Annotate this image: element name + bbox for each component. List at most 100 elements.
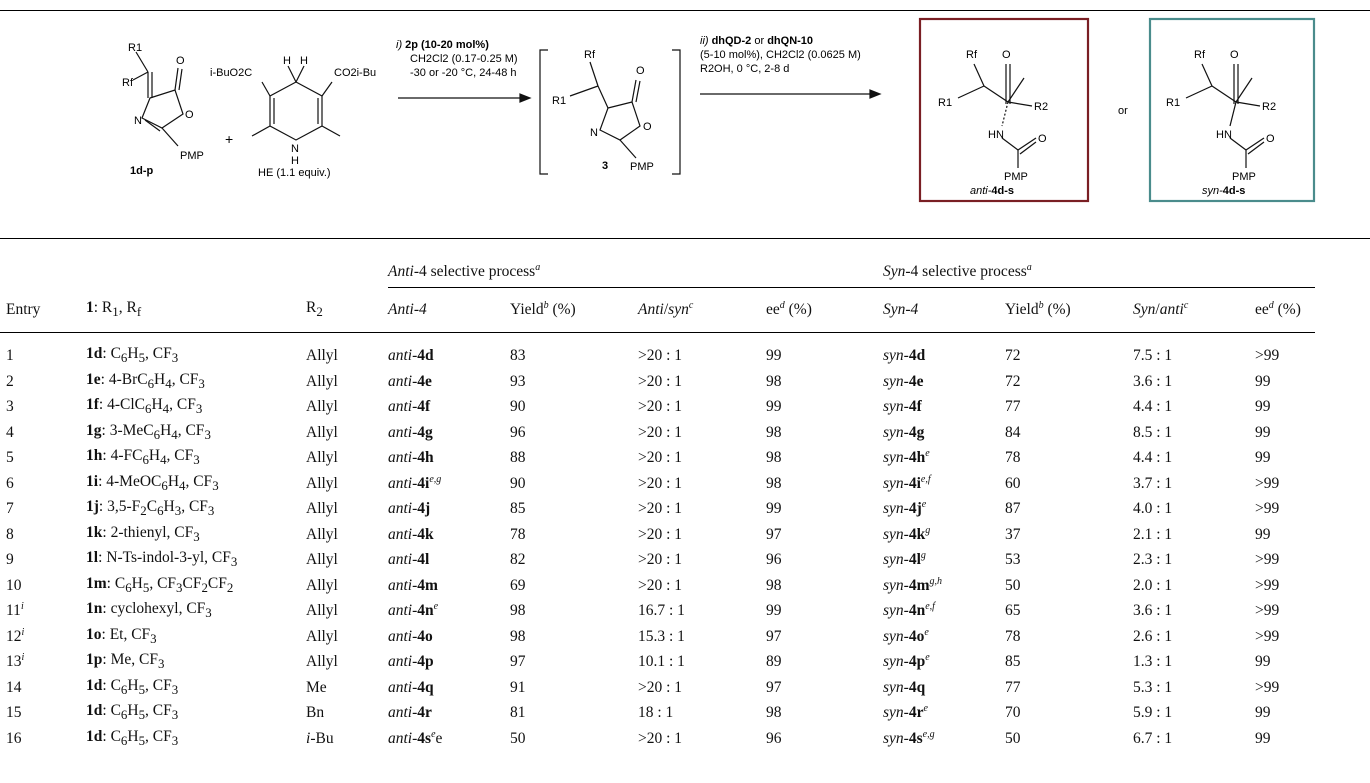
syn-prefix: syn- (883, 576, 909, 594)
syn-dr: 5.9 : 1 (1133, 704, 1173, 722)
h-sm-b: : R (93, 299, 113, 317)
syn-dr-cell: 4.4 : 1 (1133, 394, 1255, 420)
syn-product-label: syn-4d-s (1202, 185, 1245, 197)
step2-line3: R2OH, 0 °C, 2-8 d (700, 63, 789, 75)
syn-ee-cell: >99 (1255, 624, 1315, 650)
substrate-compound: 1k (86, 523, 103, 541)
syn-ee-cell: >99 (1255, 496, 1315, 522)
entry-number: 11 (6, 602, 21, 620)
syn-yield-cell: 78 (1005, 624, 1133, 650)
anti-product-cell: anti-4q (388, 675, 510, 701)
anti-carbonyl-o: O (1002, 49, 1011, 61)
anti-footnote: e (433, 600, 439, 612)
syn-dr: 4.0 : 1 (1133, 500, 1173, 518)
anti-dr-cell: >20 : 1 (638, 333, 766, 369)
anti-yield-cell: 88 (510, 445, 638, 471)
anti-ee: 96 (766, 551, 782, 569)
anti-product-cell: anti-4j (388, 496, 510, 522)
syn-footnote: e (925, 447, 930, 459)
substrate-compound: 1l (86, 549, 99, 566)
anti-yield-cell: 91 (510, 675, 638, 701)
syn-dr-cell: 7.5 : 1 (1133, 333, 1255, 369)
anti-ee-cell: 99 (766, 496, 883, 522)
entry-cell: 11i (0, 598, 86, 624)
syn-ee-cell: 99 (1255, 394, 1315, 420)
substrate-compound: 1i (86, 472, 99, 490)
intermediate-structure (569, 61, 641, 159)
syn-dr: 3.7 : 1 (1133, 474, 1173, 492)
header-anti-ee: eed (%) (766, 288, 883, 333)
r2-cell: Allyl (306, 649, 388, 675)
int-r1: R1 (552, 95, 566, 107)
anti-product-cell: anti-4p (388, 649, 510, 675)
step2-prefix: ii) (700, 35, 709, 47)
anti-compound: 4i (417, 474, 430, 492)
anti-ee-cell: 98 (766, 420, 883, 446)
he-h-right: H (300, 55, 308, 67)
anti-dr-cell: >20 : 1 (638, 522, 766, 548)
group-header-row: Anti-4 selective processa Syn-4 selectiv… (0, 247, 1315, 288)
syn-ee-cell: 99 (1255, 649, 1315, 675)
anti-ee-cell: 98 (766, 471, 883, 497)
syn-or2: R2 (1262, 101, 1276, 113)
syn-yield: 60 (1005, 474, 1021, 492)
syn-yield-cell: 50 (1005, 726, 1133, 752)
entry-cell: 6 (0, 471, 86, 497)
anti-prefix: anti- (970, 185, 992, 197)
anti-compound: 4f (417, 398, 431, 416)
anti-prefix: anti- (388, 423, 418, 441)
h-sa-b: / (1155, 301, 1160, 318)
h-see-sup: d (1268, 299, 1274, 311)
syn-prefix: syn- (1202, 185, 1223, 197)
syn-ee-cell: 99 (1255, 700, 1315, 726)
anti-ee-cell: 96 (766, 726, 883, 752)
anti-dr-cell: >20 : 1 (638, 675, 766, 701)
anti-dr: >20 : 1 (638, 449, 683, 467)
anti-dr: >20 : 1 (638, 551, 683, 569)
int-ring-n: N (590, 127, 598, 139)
anti-yield: 88 (510, 449, 526, 467)
header-syn-ee: eed (%) (1255, 288, 1315, 333)
r2-cell: Allyl (306, 598, 388, 624)
r2-value: Allyl (306, 602, 338, 620)
header-r2: R2 (306, 288, 388, 333)
substrate-compound: 1p (86, 651, 103, 668)
syn-ee: >99 (1255, 474, 1280, 492)
syn-prefix: syn- (883, 398, 909, 416)
entry-cell: 15 (0, 700, 86, 726)
int-pmp: PMP (630, 161, 654, 173)
syn-yield-cell: 84 (1005, 420, 1133, 446)
syn-dr: 2.6 : 1 (1133, 627, 1173, 645)
entry-number: 3 (6, 398, 14, 416)
step1-prefix: i) (396, 39, 402, 51)
rf-label: Rf (122, 77, 134, 89)
syn-ee-cell: >99 (1255, 547, 1315, 573)
anti-yield: 69 (510, 576, 526, 594)
r2-value: Allyl (306, 653, 338, 671)
r2-italic-i: i (306, 729, 311, 747)
step1-catalyst: 2p (10-20 mol%) (405, 39, 489, 51)
syn-prefix: syn- (883, 627, 909, 645)
anti-compound: 4g (417, 423, 433, 441)
anti-yield: 97 (510, 653, 526, 671)
h-sm-a: 1 (86, 299, 94, 317)
substrate-cell: 1n: cyclohexyl, CF3 (86, 600, 212, 621)
anti-dr-cell: >20 : 1 (638, 420, 766, 446)
anti-footnote: e,g (429, 473, 442, 485)
grp-empty-1 (86, 247, 306, 288)
anti-yield-cell: 83 (510, 333, 638, 369)
substrate-groups: 4-FC6H4, CF3 (110, 447, 200, 468)
substrate-cell: 1d: C6H5, CF3 (86, 702, 179, 723)
he-ester-left: i-BuO2C (210, 67, 252, 79)
substrate-cell: 1e: 4-BrC6H4, CF3 (86, 370, 205, 391)
substrate-compound: 1d (86, 345, 103, 362)
syn-product-cell: syn-4oe (883, 624, 1005, 650)
step1-line3: -30 or -20 °C, 24-48 h (410, 67, 517, 79)
substrate-groups: 2-thienyl, CF3 (110, 523, 200, 544)
reaction-scheme: R1 Rf O O N PMP 1d-p + i-BuO2C CO2i-Bu H… (122, 17, 1316, 203)
anti-compound: 4e (417, 372, 432, 390)
substrate-compound: 1m (86, 574, 107, 592)
substrate-compound: 1e (86, 370, 101, 388)
